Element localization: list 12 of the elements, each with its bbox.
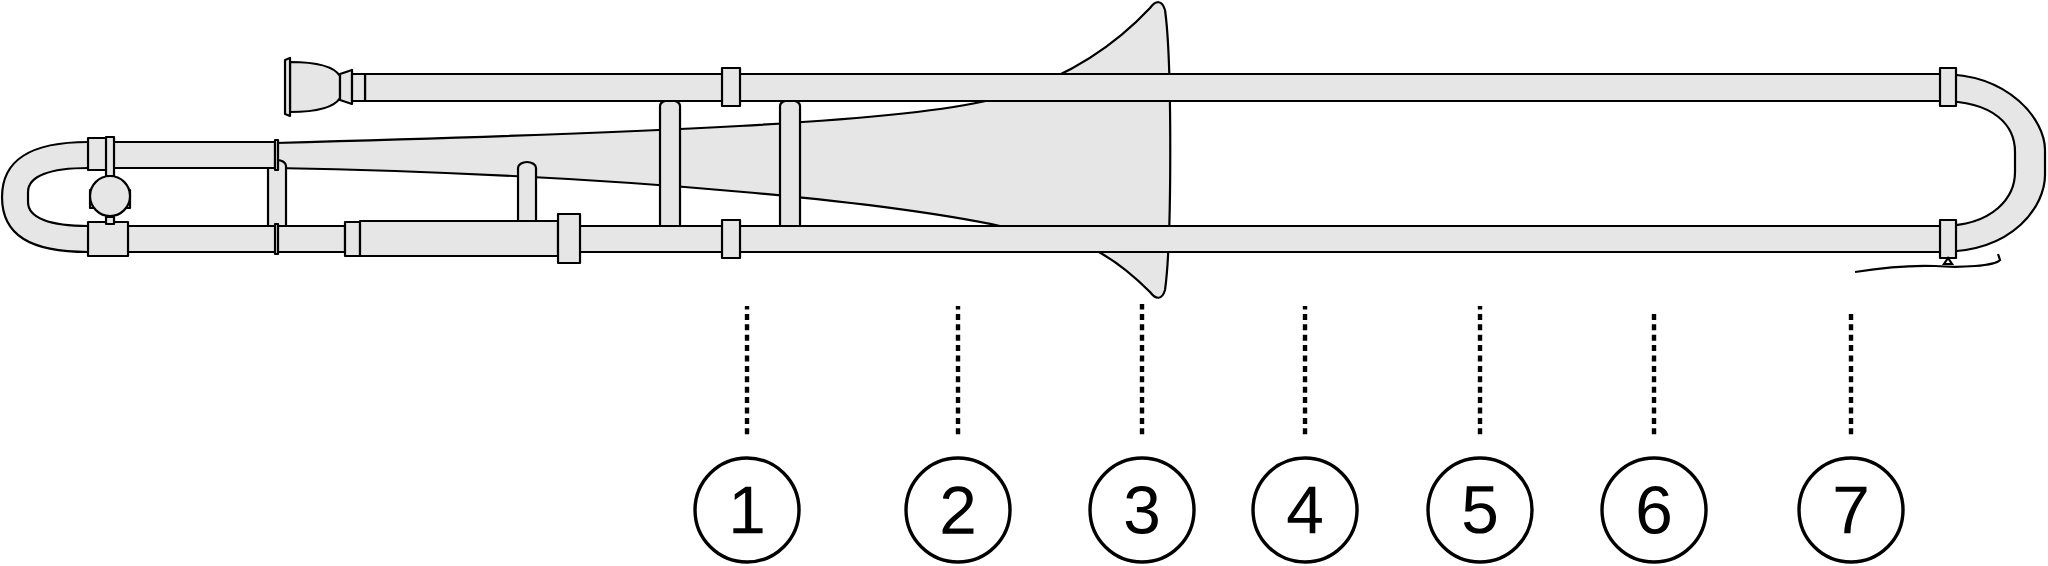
position-line (1477, 306, 1483, 435)
position-number: 7 (1797, 456, 1905, 564)
position-number: 5 (1426, 456, 1534, 564)
position-line (955, 306, 961, 435)
position-line (744, 306, 750, 435)
position-number: 4 (1251, 456, 1359, 564)
position-number: 6 (1600, 456, 1708, 564)
position-line (1139, 304, 1145, 435)
position-line (1302, 306, 1308, 435)
position-number: 1 (693, 456, 801, 564)
position-number: 3 (1088, 456, 1196, 564)
position-number: 2 (904, 456, 1012, 564)
